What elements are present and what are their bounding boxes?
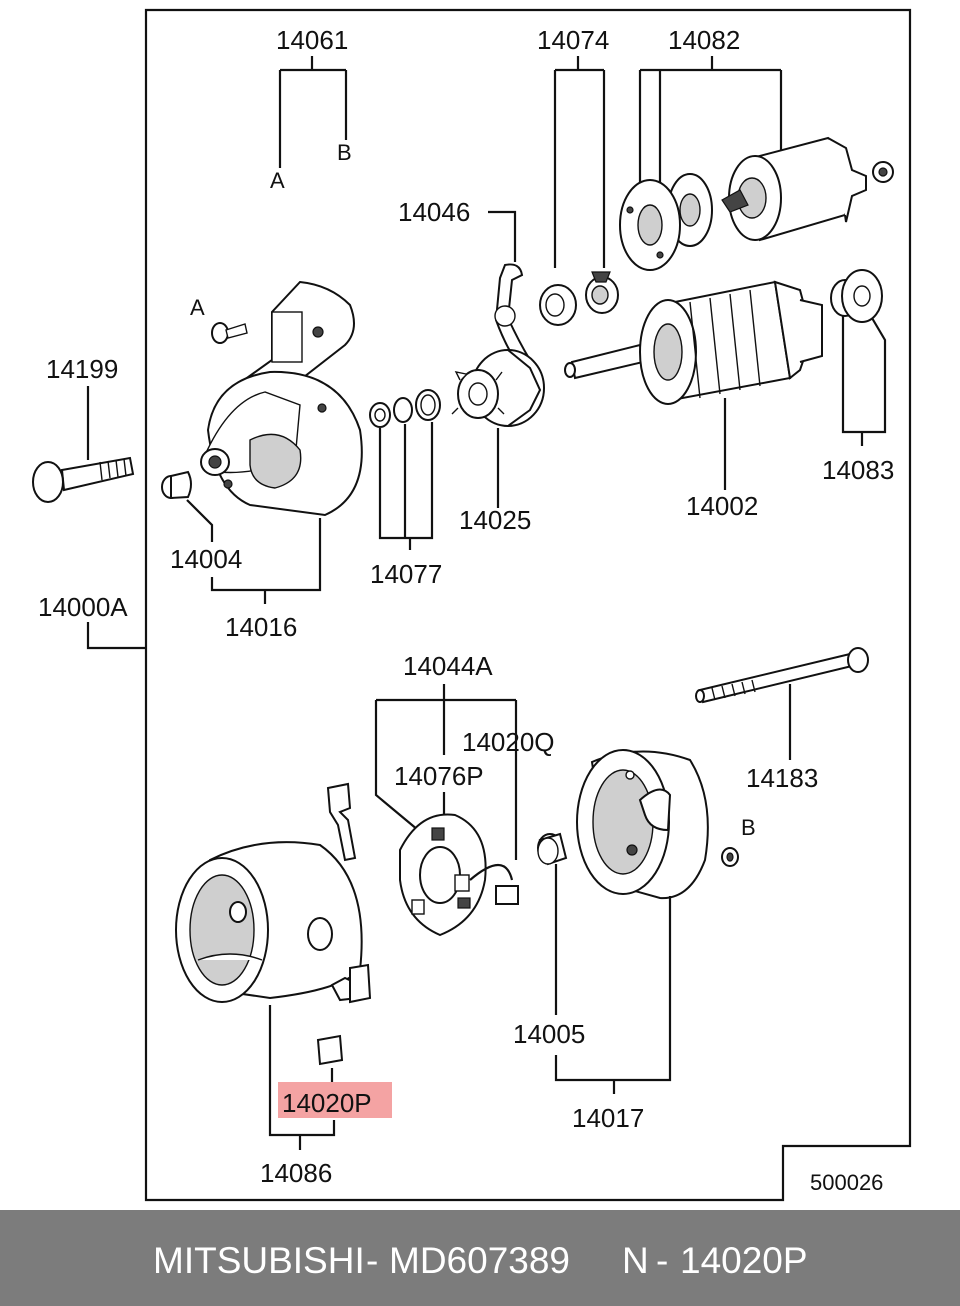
svg-text:14017: 14017 [572,1103,644,1133]
footer-n-separator: - [656,1240,669,1281]
washer-parts [539,271,619,326]
callout-14061: 14061 A B [270,25,352,193]
through-bolt-14199 [32,456,135,503]
callout-14183: 14183 [746,684,818,793]
magnetic-switch-part [619,136,894,271]
svg-text:14077: 14077 [370,559,442,589]
svg-text:14086: 14086 [260,1158,332,1188]
callout-14044A: 14044A [374,651,518,860]
svg-text:B: B [337,140,352,165]
callout-14020P-highlight: 14020P [278,1082,392,1118]
rear-bracket-part [576,749,709,900]
callout-14017: 14017 [554,896,672,1133]
armature-part [564,269,883,405]
callout-14016: 14016 [210,518,322,642]
callout-14086: 14086 [260,1005,336,1188]
diagram-frame [144,8,912,1202]
footer-n-prefix: N [622,1240,649,1281]
callout-14074: 14074 [537,25,609,268]
svg-text:14183: 14183 [746,763,818,793]
footer-part-number: MD607389 [389,1240,571,1281]
svg-text:14074: 14074 [537,25,609,55]
svg-text:14002: 14002 [686,491,758,521]
callout-14076P: 14076P [394,700,484,830]
svg-text:14005: 14005 [513,1019,585,1049]
nut-b-part: B [721,815,756,867]
svg-text:A: A [190,295,205,320]
shift-lever-part [494,263,532,370]
callout-14082: 14082 [638,25,783,190]
footer-separator: - [366,1240,379,1281]
svg-text:14046: 14046 [398,197,470,227]
callout-14004: 14004 [170,499,242,574]
svg-text:B: B [741,815,756,840]
callout-14002: 14002 [686,398,758,521]
small-terminal-part [316,1034,344,1066]
svg-text:14083: 14083 [822,455,894,485]
callout-14020Q: 14020Q [462,727,555,757]
parts-diagram: 14061 A B 14074 14082 14046 [32,8,912,1202]
footer-brand: MITSUBISHI [153,1240,365,1281]
svg-text:14000A: 14000A [38,592,128,622]
callout-14005: 14005 [513,864,585,1049]
svg-text:A: A [270,168,285,193]
screw-a-part: A [190,295,248,344]
callout-14046: 14046 [398,197,517,262]
brush-holder-part [399,813,519,937]
svg-text:14199: 14199 [46,354,118,384]
callout-14025: 14025 [459,428,531,535]
svg-text:14016: 14016 [225,612,297,642]
yoke-part [175,782,372,1004]
callout-14083: 14083 [822,315,894,485]
footer-bar: MITSUBISHI - MD607389 N - 14020P [0,1210,960,1306]
svg-text:14004: 14004 [170,544,242,574]
callout-14000A: 14000A [38,592,146,650]
callout-14077: 14077 [370,422,442,589]
long-bolt-14183-part [695,647,869,704]
svg-text:14044A: 14044A [403,651,493,681]
svg-text:14076P: 14076P [394,761,484,791]
callout-14199: 14199 [46,354,118,460]
footer-n-code: 14020P [680,1240,808,1281]
bushing-14005-part [537,832,568,866]
pinion-clutch-part [451,349,545,427]
svg-text:14025: 14025 [459,505,531,535]
figure-number: 500026 [810,1170,883,1195]
svg-text:14061: 14061 [276,25,348,55]
washers-14077-part [369,389,441,428]
svg-text:14020P: 14020P [282,1088,372,1118]
front-bracket-part [200,280,363,517]
highlight-box [278,1082,392,1118]
svg-text:14082: 14082 [668,25,740,55]
bushing-14004-part [161,470,192,500]
svg-text:14020Q: 14020Q [462,727,555,757]
